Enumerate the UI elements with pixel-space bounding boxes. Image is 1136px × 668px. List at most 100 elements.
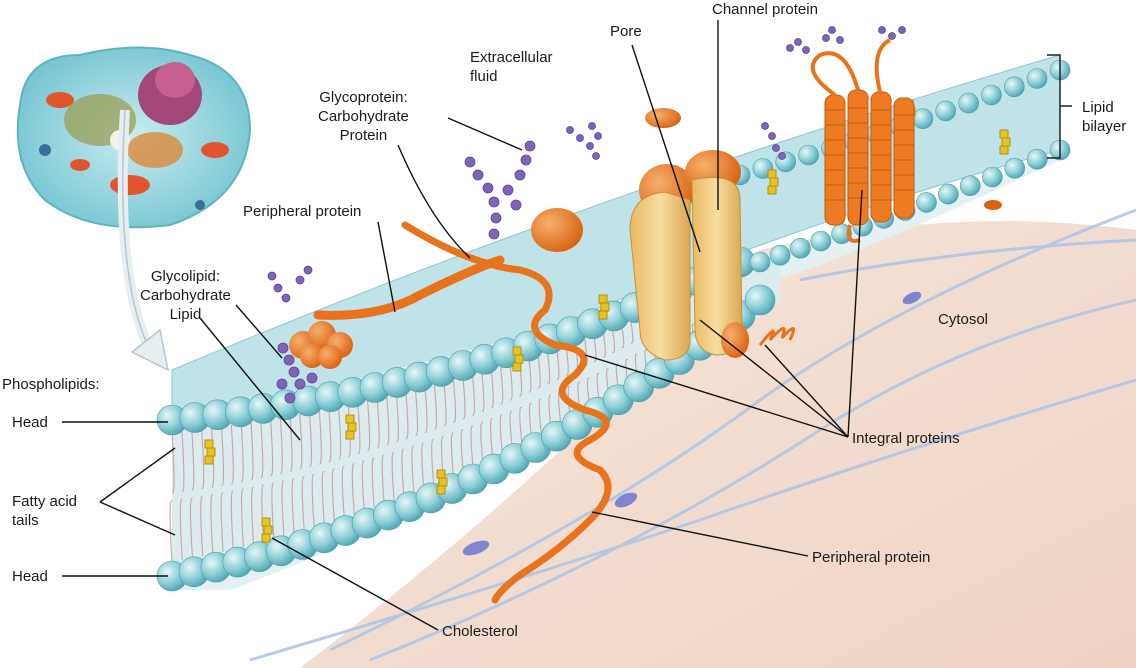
phospholipid-head xyxy=(935,100,957,122)
phospholipid-head xyxy=(912,108,934,129)
phospholipid-head xyxy=(790,237,811,259)
fatty-acid-tail xyxy=(318,410,325,525)
phospholipid-head xyxy=(1026,68,1048,89)
fatty-acid-tail xyxy=(509,363,523,444)
leader-lines xyxy=(62,20,863,631)
fatty-acid-tail xyxy=(376,399,385,505)
fatty-acid-tail xyxy=(471,375,484,463)
label-glycoprotein-line2: Carbohydrate xyxy=(318,108,409,125)
lipid-bilayer-bracket xyxy=(1047,54,1072,159)
fatty-acid-tail xyxy=(443,382,454,476)
label-fatty-acid-line2: tails xyxy=(12,512,39,529)
label-peripheral-protein-bottom: Peripheral protein xyxy=(812,549,931,566)
fatty-acid-tail xyxy=(405,392,415,493)
phospholipid-head xyxy=(1003,76,1025,98)
phospholipid-head xyxy=(1026,148,1048,170)
fatty-acid-tail xyxy=(308,412,315,528)
fatty-acid-tail xyxy=(357,403,365,512)
small-protein-inner xyxy=(984,200,1002,210)
label-glycolipid: Glycolipid: Carbohydrate Lipid xyxy=(140,267,231,324)
fatty-acid-tail xyxy=(462,377,474,468)
phospholipid-head xyxy=(937,183,959,205)
peripheral-protein-top-shape xyxy=(313,255,505,320)
label-glycolipid-line3: Lipid xyxy=(169,306,202,323)
fatty-acid-tail xyxy=(414,390,425,489)
cytoskeleton-filaments xyxy=(249,208,1136,662)
label-phospholipids: Phospholipids: xyxy=(2,376,100,393)
label-head-bottom: Head xyxy=(12,568,48,585)
fatty-acid-tail xyxy=(481,372,494,458)
fatty-acid-tail xyxy=(299,414,305,531)
fatty-acid-tail xyxy=(328,409,335,522)
label-fatty-acid-line1: Fatty acid xyxy=(12,493,78,510)
fatty-acid-tail xyxy=(169,431,175,563)
label-channel-protein: Channel protein xyxy=(712,1,818,18)
label-fatty-acid-tails: Fatty acid tails xyxy=(12,492,77,530)
fatty-acid-tail xyxy=(230,424,234,550)
fatty-acid-tail xyxy=(189,429,195,559)
globular-protein xyxy=(531,208,583,252)
label-cytosol: Cytosol xyxy=(938,311,989,328)
label-glycoprotein-line3: Protein xyxy=(339,127,388,144)
label-glycolipid-line1: Glycolipid: xyxy=(150,268,221,285)
fatty-acid-tail xyxy=(490,369,503,454)
integral-protein-helix xyxy=(401,221,612,604)
bilayer-face xyxy=(172,248,780,590)
fatty-acid-tail xyxy=(367,401,375,508)
fatty-acid-tail xyxy=(220,426,225,552)
label-glycoprotein-line1: Glycoprotein: xyxy=(319,89,408,106)
filament-links xyxy=(462,291,922,556)
fatty-acid-tail xyxy=(210,427,215,555)
zoom-arrow xyxy=(117,109,170,372)
phospholipid-head xyxy=(810,230,832,252)
phospholipid-head xyxy=(744,284,776,316)
fatty-acid-tail xyxy=(260,420,265,543)
label-glycolipid-line2: Carbohydrate xyxy=(140,287,231,304)
label-lipid-bilayer-line1: Lipid xyxy=(1082,99,1114,116)
cytosol-region xyxy=(300,221,1136,668)
phospholipid-head xyxy=(958,92,979,114)
label-extracellular-line1: Extracellular xyxy=(470,49,553,66)
fatty-acid-tail xyxy=(200,428,205,557)
fatty-acid-tail xyxy=(537,355,552,428)
phospholipid-head xyxy=(798,144,819,166)
fatty-acid-tail xyxy=(240,423,245,548)
phospholipid-head xyxy=(981,166,1003,188)
small-protein-top xyxy=(645,108,681,128)
label-pore: Pore xyxy=(610,23,642,40)
label-extracellular-line2: fluid xyxy=(470,68,498,85)
label-glycoprotein: Glycoprotein: Carbohydrate Protein xyxy=(318,88,409,145)
transmembrane-helix-bundle xyxy=(810,38,915,243)
fatty-acid-tail xyxy=(279,417,285,537)
label-peripheral-protein-top: Peripheral protein xyxy=(243,203,362,220)
fatty-acid-tail xyxy=(395,394,405,497)
label-lipid-bilayer: Lipid bilayer xyxy=(1082,98,1126,136)
fatty-acid-tail xyxy=(452,380,464,472)
label-lipid-bilayer-line2: bilayer xyxy=(1082,118,1127,135)
fatty-acid-tail xyxy=(602,332,619,389)
label-cholesterol: Cholesterol xyxy=(442,623,518,640)
channel-protein-shape xyxy=(629,150,796,361)
fatty-acid-tail xyxy=(179,430,185,561)
fatty-acid-tail xyxy=(250,422,255,545)
globular-protein-cluster xyxy=(289,321,353,369)
phospholipid-head xyxy=(1004,157,1026,179)
fatty-acid-tail xyxy=(500,366,513,449)
phospholipid-head xyxy=(749,251,771,273)
phospholipid-head xyxy=(981,84,1002,106)
label-extracellular-fluid: Extracellular fluid xyxy=(470,48,553,86)
label-head-top: Head xyxy=(12,414,48,431)
fatty-acid-tail xyxy=(424,387,435,485)
carbohydrate-chains xyxy=(267,26,906,404)
label-integral-proteins: Integral proteins xyxy=(852,430,960,447)
fatty-acid-tail xyxy=(528,358,542,434)
phospholipid-head xyxy=(769,244,791,266)
fatty-acid-tail xyxy=(289,416,295,534)
phospholipid-head xyxy=(959,175,981,196)
fatty-acid-tail xyxy=(347,405,355,515)
fatty-acid-tail xyxy=(386,396,395,501)
fatty-acid-tail xyxy=(338,407,345,519)
fatty-acid-tail xyxy=(270,419,275,540)
cell-inset xyxy=(16,46,252,229)
